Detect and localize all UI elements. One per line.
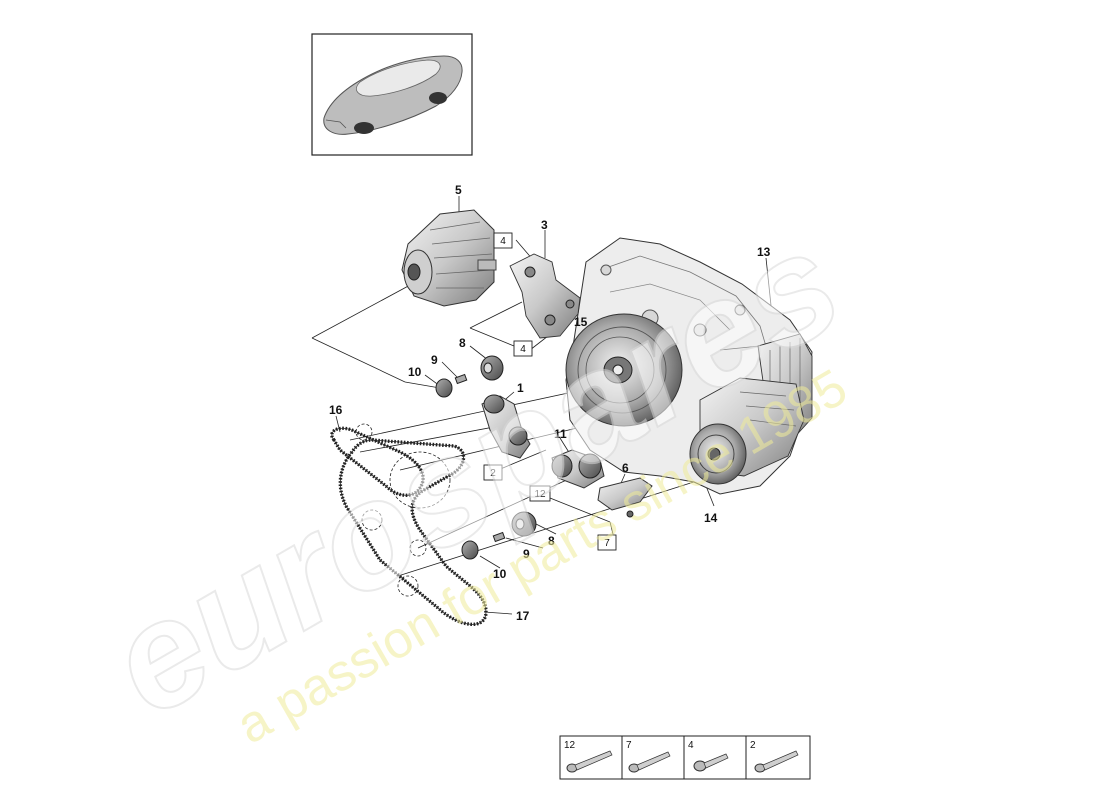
svg-text:7: 7 bbox=[626, 740, 632, 751]
callout-6: 6 bbox=[622, 461, 629, 475]
legend-cell-2: 2 bbox=[750, 740, 799, 773]
part-9-bolt-lower bbox=[492, 531, 506, 543]
callout-1: 1 bbox=[517, 381, 524, 395]
boxed-ref-12: 12 bbox=[529, 485, 551, 502]
callout-9-lower: 9 bbox=[523, 547, 530, 561]
vehicle-thumbnail bbox=[311, 33, 473, 156]
fastener-legend: 12 7 4 2 bbox=[559, 735, 811, 780]
callout-16: 16 bbox=[329, 403, 343, 417]
bolt-icon bbox=[566, 750, 613, 773]
bolt-icon bbox=[628, 751, 671, 773]
part-17-belt bbox=[338, 438, 488, 627]
boxed-ref-4-lower: 4 bbox=[513, 340, 533, 357]
callout-8-upper: 8 bbox=[459, 336, 466, 350]
boxed-ref-2: 2 bbox=[483, 464, 503, 481]
callouts: 5 3 13 15 8 9 10 1 16 11 6 14 8 9 10 17 bbox=[329, 183, 771, 623]
bolt-icon bbox=[693, 753, 729, 772]
callout-3: 3 bbox=[541, 218, 548, 232]
part-10-cap-upper bbox=[435, 378, 453, 398]
callout-9-upper: 9 bbox=[431, 353, 438, 367]
part-8-idler-lower bbox=[511, 511, 537, 537]
part-10-cap-lower bbox=[461, 540, 479, 560]
svg-text:4: 4 bbox=[520, 344, 526, 355]
part-1-tensioner bbox=[481, 394, 531, 459]
part-9-bolt-upper bbox=[454, 373, 468, 385]
callout-15: 15 bbox=[574, 315, 588, 329]
bolt-icon bbox=[754, 750, 799, 773]
part-8-idler-upper bbox=[480, 355, 504, 381]
part-6-bracket bbox=[597, 477, 653, 518]
callout-13: 13 bbox=[757, 245, 771, 259]
callout-17: 17 bbox=[516, 609, 530, 623]
boxed-refs: 4 4 2 12 7 bbox=[483, 232, 617, 551]
legend-cell-7: 7 bbox=[626, 740, 671, 773]
svg-text:12: 12 bbox=[534, 489, 546, 500]
part-3-bracket bbox=[509, 253, 581, 339]
svg-text:2: 2 bbox=[750, 740, 756, 751]
callout-14: 14 bbox=[704, 511, 718, 525]
part-11-tensioner bbox=[551, 449, 605, 489]
part-15-pulley bbox=[565, 313, 683, 427]
svg-text:12: 12 bbox=[564, 740, 576, 751]
svg-text:4: 4 bbox=[688, 740, 694, 751]
legend-cell-12: 12 bbox=[564, 740, 613, 773]
boxed-ref-7: 7 bbox=[597, 534, 617, 551]
part-5-alternator bbox=[401, 209, 497, 307]
svg-text:4: 4 bbox=[500, 236, 506, 247]
part-14-compressor bbox=[689, 377, 805, 485]
boxed-ref-4-upper: 4 bbox=[493, 232, 513, 249]
svg-text:7: 7 bbox=[604, 538, 610, 549]
callout-5: 5 bbox=[455, 183, 462, 197]
callout-10-lower: 10 bbox=[493, 567, 507, 581]
car-icon bbox=[323, 55, 463, 135]
callout-8-lower: 8 bbox=[548, 534, 555, 548]
callout-10-upper: 10 bbox=[408, 365, 422, 379]
legend-cell-4: 4 bbox=[688, 740, 729, 772]
callout-11: 11 bbox=[554, 427, 567, 441]
svg-text:2: 2 bbox=[490, 468, 496, 479]
part-16-belt bbox=[330, 423, 425, 497]
